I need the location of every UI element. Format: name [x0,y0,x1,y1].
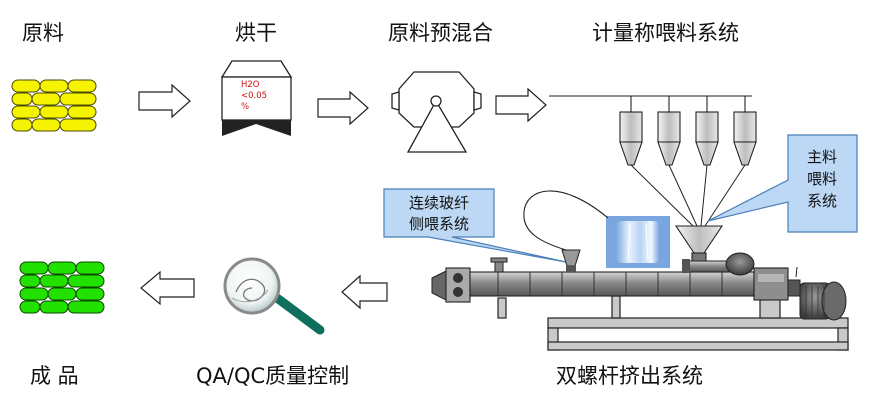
feeder-hoppers [619,111,757,166]
arrow-right-1 [138,83,191,119]
callout-main-feed-text-1: 主料 [807,148,837,166]
feeder-hopper-4 [733,111,757,166]
label-qaqc: QA/QC质量控制 [196,364,350,388]
feeder-hopper-2 [657,111,681,166]
arrow-left-2 [140,270,195,306]
label-product: 成 品 [30,364,79,388]
arrow-right-2 [317,90,369,126]
label-raw-material: 原料 [22,21,64,45]
twin-screw-extruder [431,249,849,351]
dryer-text-1: H2O [241,80,260,90]
arrow-right-3 [495,87,547,123]
fiber-guide-wire [523,190,609,251]
feeder-hopper-1 [619,111,643,166]
arrow-left-1 [341,274,388,310]
magnifier-icon [223,257,325,335]
premixer-icon [391,71,482,153]
main-hopper-icon [674,225,724,264]
feeder-hopper-3 [695,111,719,166]
dryer-text-2: <0.05 [241,91,267,101]
dryer-text-3: % [241,102,249,112]
callout-main-feed-text-3: 系统 [807,192,837,210]
callout-main-feed: 主料 喂料 系统 [707,134,858,233]
label-extrusion-system: 双螺杆挤出系统 [556,364,703,388]
raw-pellets [11,79,97,132]
callout-glass-fiber-text-1: 连续玻纤 [409,194,469,212]
glass-fiber-spool-icon [606,216,670,268]
feeder-manifold [549,95,752,112]
dryer-icon: H2O <0.05 % [220,60,293,136]
label-feeding-system: 计量称喂料系统 [592,21,739,45]
label-drying: 烘干 [235,21,277,45]
callout-glass-fiber: 连续玻纤 侧喂系统 [383,188,567,263]
callout-glass-fiber-text-2: 侧喂系统 [409,215,469,233]
feed-lines [630,164,746,227]
label-premix: 原料预混合 [388,21,493,45]
callout-main-feed-text-2: 喂料 [807,170,837,188]
product-pellets [19,261,105,314]
